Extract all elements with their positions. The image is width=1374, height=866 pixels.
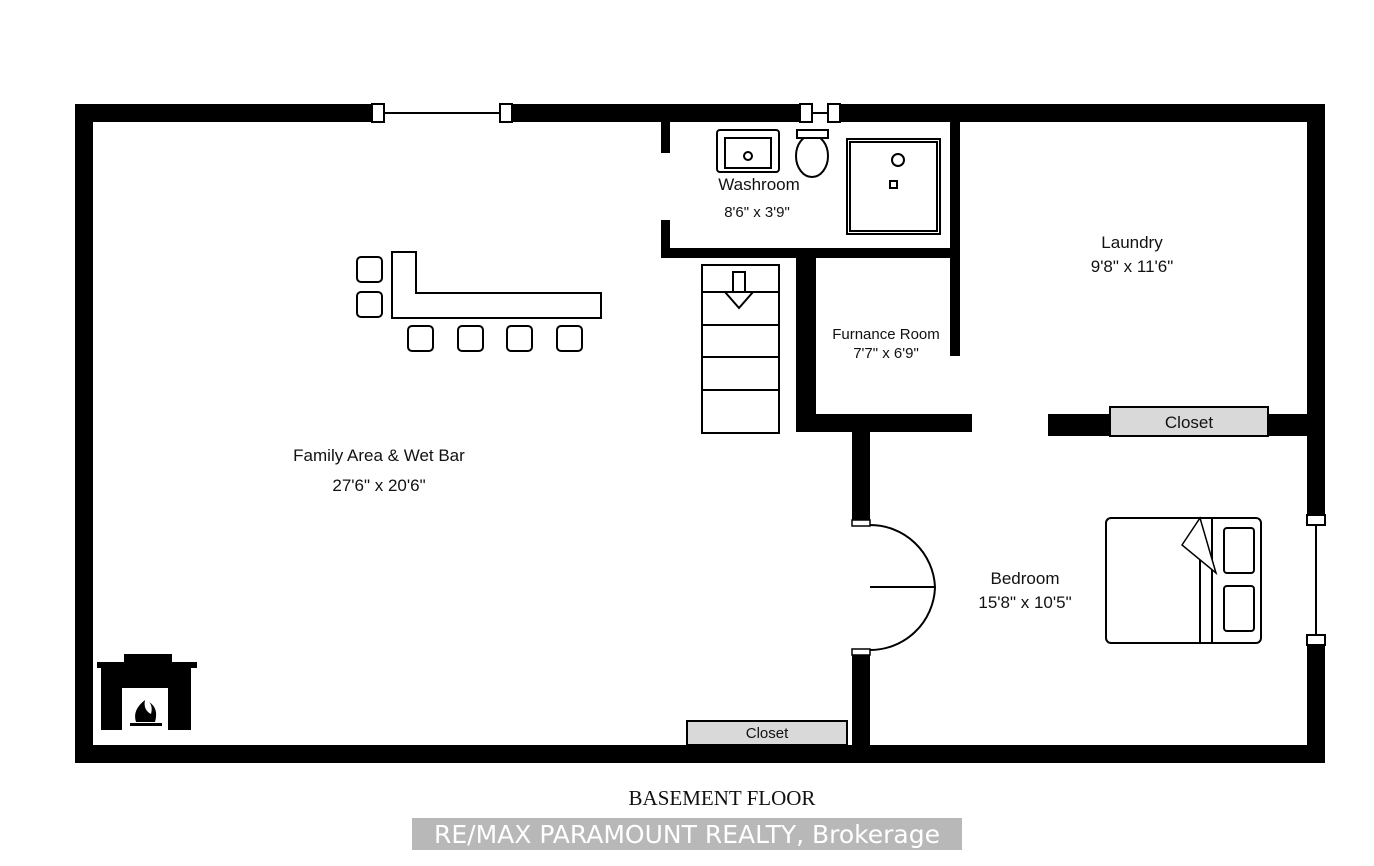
- doors: [851, 519, 937, 656]
- bed: [1105, 516, 1262, 644]
- room-name-family: Family Area & Wet Bar: [293, 446, 465, 465]
- washroom-fixtures: [716, 129, 941, 235]
- closet-label: Closet: [746, 725, 789, 742]
- arrow-down-icon: [722, 271, 756, 310]
- watermark-band: [412, 818, 962, 850]
- room-name-laundry: Laundry: [1101, 233, 1163, 252]
- wet-bar: [356, 251, 602, 352]
- room-size-bedroom: 15'8" x 10'5": [978, 593, 1071, 612]
- walls: [75, 104, 1325, 763]
- windows: [371, 103, 1326, 646]
- floor-title: BASEMENT FLOOR: [629, 786, 816, 810]
- watermark: RE/MAX PARAMOUNT REALTY, Brokerage: [434, 820, 940, 849]
- closet-family: Closet: [686, 720, 848, 746]
- room-size-furnace: 7'7" x 6'9": [853, 345, 919, 362]
- room-size-washroom: 8'6" x 3'9": [724, 204, 790, 221]
- staircase: [701, 264, 780, 434]
- room-name-bedroom: Bedroom: [991, 569, 1060, 588]
- room-size-laundry: 9'8" x 11'6": [1091, 257, 1174, 276]
- closet-bedroom: Closet: [1109, 406, 1269, 437]
- room-name-washroom: Washroom: [718, 175, 800, 194]
- fireplace-icon: [97, 654, 197, 730]
- room-name-furnace: Furnance Room: [832, 326, 940, 343]
- room-size-family: 27'6" x 20'6": [332, 476, 425, 495]
- closet-label: Closet: [1165, 413, 1213, 432]
